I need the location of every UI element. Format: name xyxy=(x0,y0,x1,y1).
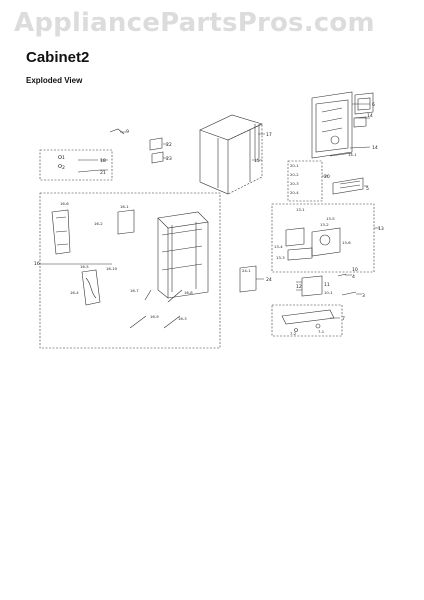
callout-13-3: 13-3 xyxy=(276,255,285,260)
screw-1 xyxy=(58,155,62,159)
section-subtitle: Exploded View xyxy=(26,76,83,85)
callout-4: 4 xyxy=(352,274,355,280)
rod-16-7 xyxy=(144,289,152,301)
bracket-16-1 xyxy=(117,209,135,235)
callout-12: 12 xyxy=(296,284,302,290)
callout-16-8: 16-8 xyxy=(184,290,193,295)
callout-20-3: 20-3 xyxy=(290,181,299,186)
callout-13: 13 xyxy=(378,226,384,232)
callout-24: 24 xyxy=(266,277,272,283)
callout-14-top: 14 xyxy=(367,113,373,119)
callout-24-1: 24-1 xyxy=(242,268,251,273)
bracket-14 xyxy=(353,116,367,128)
callout-11: 11 xyxy=(324,282,330,288)
back-panel-assembly xyxy=(311,91,353,159)
tube-17 xyxy=(254,124,260,158)
plate-7 xyxy=(281,309,335,325)
clip-9 xyxy=(109,128,125,135)
callout-13-5: 13-5 xyxy=(326,216,335,221)
callout-16: 16 xyxy=(34,261,40,267)
callout-16-10: 16-10 xyxy=(106,266,118,271)
callout-15: 15 xyxy=(254,158,260,164)
callout-1: 1 xyxy=(62,155,65,161)
callout-14-1: 14-1 xyxy=(348,152,357,157)
bracket-22 xyxy=(149,137,163,151)
callout-16-9: 16-9 xyxy=(150,314,159,319)
harness-16-4 xyxy=(81,269,101,306)
group-box-20 xyxy=(287,160,323,202)
callout-21: 21 xyxy=(100,170,106,176)
rod-21 xyxy=(77,169,101,173)
rod-16-3 xyxy=(163,315,181,329)
cover-13-3 xyxy=(287,247,313,261)
callout-14: 14 xyxy=(372,145,378,151)
callout-18: 18 xyxy=(100,158,106,164)
callout-10: 10 xyxy=(352,267,358,273)
assembly-13-6 xyxy=(311,227,341,257)
rod-16-8 xyxy=(167,289,183,303)
callout-16-6: 16-6 xyxy=(60,201,69,206)
control-panel-5 xyxy=(332,177,364,195)
rod-16-9 xyxy=(129,315,147,329)
callout-9: 9 xyxy=(126,129,129,135)
housing-13-4 xyxy=(285,227,305,247)
group-box-top-left xyxy=(39,149,113,181)
group-box-main-left xyxy=(39,192,221,349)
callout-20-1: 20-1 xyxy=(290,163,299,168)
callout-22: 22 xyxy=(166,142,172,148)
page-title: Cabinet2 xyxy=(26,49,90,66)
screw-2 xyxy=(58,164,62,168)
bracket-23 xyxy=(151,151,164,164)
duct-16-6 xyxy=(51,209,71,255)
callout-13-6: 13-6 xyxy=(342,240,351,245)
inner-liner-16 xyxy=(157,211,209,299)
callout-7-1: 7-1 xyxy=(318,329,325,334)
group-box-7 xyxy=(271,304,343,337)
clip-3 xyxy=(341,291,357,296)
callout-5: 5 xyxy=(366,186,369,192)
callout-23: 23 xyxy=(166,156,172,162)
callout-labels: 6 14 14 14-1 17 15 22 23 9 1 2 18 21 16 … xyxy=(34,102,384,336)
cover-plate-6 xyxy=(354,92,374,115)
callout-16-3: 16-3 xyxy=(178,316,187,321)
callout-16-2: 16-2 xyxy=(94,221,103,226)
callout-20-4: 20-4 xyxy=(290,190,299,195)
callout-20: 20 xyxy=(324,174,330,180)
watermark: AppliancePartsPros.com xyxy=(14,8,375,38)
callout-17: 17 xyxy=(266,132,272,138)
callout-13-4: 13-4 xyxy=(274,244,283,249)
callout-2: 2 xyxy=(62,165,65,171)
callout-20-2: 20-2 xyxy=(290,172,299,177)
group-box-right xyxy=(271,203,375,273)
callout-16-1: 16-1 xyxy=(120,204,129,209)
callout-3: 3 xyxy=(362,293,365,299)
callout-13-1: 13-1 xyxy=(296,207,305,212)
callout-7-2: 7-2 xyxy=(290,331,297,336)
cabinet-shell xyxy=(199,114,263,195)
compressor-11 xyxy=(301,275,323,297)
cover-plate-6-inner xyxy=(357,97,371,111)
callout-16-7: 16-7 xyxy=(130,288,139,293)
callout-13-2: 13-2 xyxy=(320,222,329,227)
callout-10-1: 10-1 xyxy=(324,290,333,295)
clip-4 xyxy=(337,273,347,277)
callout-16-4: 16-4 xyxy=(70,290,79,295)
callout-7: 7 xyxy=(342,316,345,322)
panel-24 xyxy=(239,265,257,293)
callout-16-5: 16-5 xyxy=(80,264,89,269)
callout-6: 6 xyxy=(372,102,375,108)
